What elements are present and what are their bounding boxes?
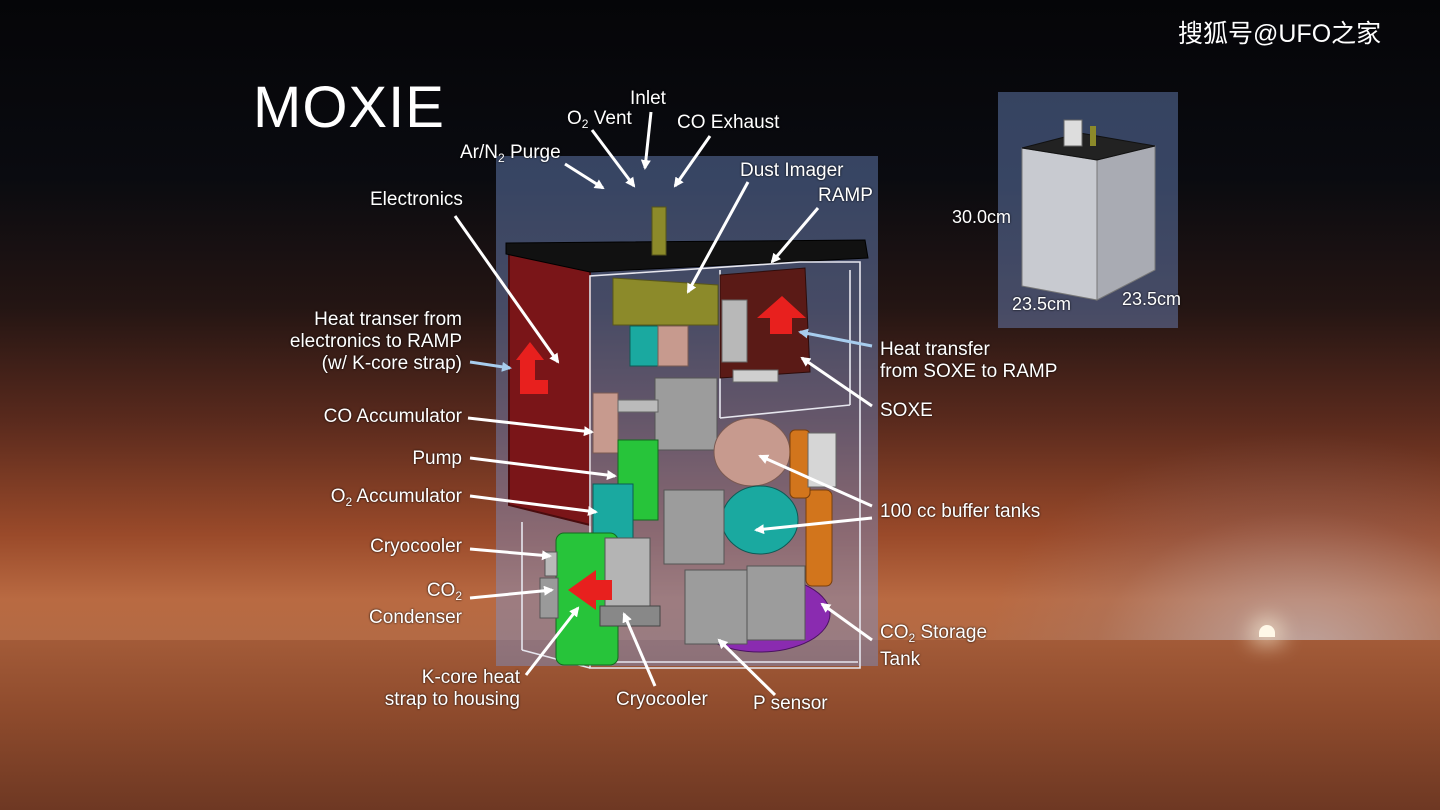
label-ar-purge: Ar/N2 Purge (460, 142, 561, 165)
gray-module-lower (663, 489, 725, 565)
heat-arrow-soxe (757, 296, 806, 334)
label-cryocooler-left: Cryocooler (370, 536, 462, 557)
heat-arrow-condenser (568, 570, 612, 610)
arrow-ar-purge (564, 162, 605, 190)
label-heat-electronics: Heat transer from electronics to RAMP (w… (289, 309, 462, 374)
watermark: 搜狐号@UFO之家 (1178, 20, 1382, 48)
arrow-buffer-tank-lower (754, 516, 873, 535)
label-o2-accumulator: O2 Accumulator (330, 486, 462, 509)
arrow-kcore (524, 606, 580, 676)
arrow-electronics (453, 215, 560, 364)
arrow-co2-storage (820, 602, 873, 642)
arrow-inlet (640, 111, 653, 170)
arrow-co-exhaust (673, 135, 712, 188)
label-p-sensor: P sensor (753, 693, 828, 714)
label-heat-soxe: Heat transfer from SOXE to RAMP (880, 339, 1058, 382)
label-co-accumulator: CO Accumulator (323, 406, 462, 427)
orange-cylinder-right (805, 489, 833, 587)
label-electronics: Electronics (370, 189, 463, 210)
arrow-pump (469, 456, 617, 480)
arrow-soxe (800, 356, 873, 408)
teal-module-upper (629, 325, 659, 367)
arrow-buffer-tank-upper (758, 454, 873, 508)
heat-arrow-electronics (516, 342, 548, 394)
dimension-width: 23.5cm (1012, 294, 1072, 314)
ramp-lid (505, 239, 869, 273)
o2-accumulator (592, 483, 634, 543)
label-cryocooler-bottom: Cryocooler (616, 689, 708, 710)
arrow-heat-electronics (469, 360, 512, 372)
gray-module-upper (654, 377, 718, 451)
dimension-cube-top (1021, 132, 1156, 161)
label-co2-condenser: CO2 Condenser (369, 580, 462, 628)
label-co-exhaust: CO Exhaust (677, 112, 780, 133)
arrow-p-sensor (717, 638, 777, 697)
label-inlet: Inlet (630, 88, 666, 109)
arrow-ramp (770, 207, 820, 264)
label-kcore: K-core heat strap to housing (384, 667, 520, 710)
arrow-o2-vent (590, 129, 636, 188)
arrow-cryocooler-left (469, 547, 552, 561)
p-sensor-box (684, 569, 748, 645)
dimension-cube-stub (1063, 119, 1083, 147)
arrow-dust-imager (686, 181, 750, 294)
soxe-heater (721, 299, 748, 363)
arrow-co-accumulator (467, 416, 594, 437)
label-co2-storage-tank: CO2 Storage Tank (880, 622, 988, 670)
co-accumulator (592, 392, 619, 454)
cryocooler-unit (604, 537, 651, 607)
arrow-heat-soxe (798, 328, 873, 348)
arrow-o2-accumulator (469, 494, 598, 516)
dimension-height: 30.0cm (952, 207, 1012, 227)
arrow-co2-condenser (469, 585, 554, 600)
label-soxe: SOXE (880, 400, 933, 421)
label-buffer-tanks: 100 cc buffer tanks (880, 501, 1041, 522)
inlet-stub (651, 206, 667, 256)
arrow-cryocooler-bottom (622, 612, 657, 687)
pink-module (657, 325, 689, 367)
label-o2-vent: O2 Vent (567, 108, 632, 131)
label-dust-imager: Dust Imager (740, 160, 844, 181)
diagram-title: MOXIE (253, 75, 445, 140)
dimension-depth: 23.5cm (1122, 289, 1182, 309)
setting-sun (1259, 625, 1275, 637)
label-ramp: RAMP (818, 185, 873, 206)
label-pump: Pump (412, 448, 462, 469)
